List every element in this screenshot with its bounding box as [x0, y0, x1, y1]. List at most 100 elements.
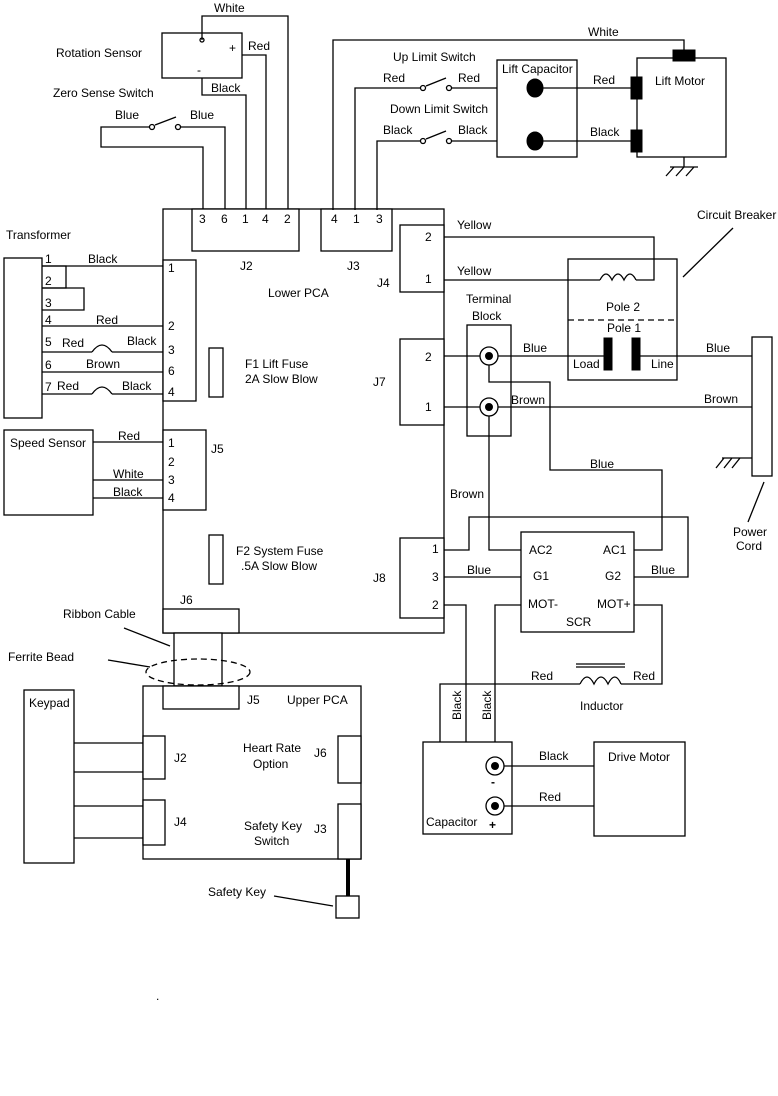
lower-j6-label: J6 [180, 593, 193, 607]
safety-switch-label-line2: Switch [254, 834, 289, 848]
rotation-sensor-box [161, 32, 243, 79]
brown-wire-label-tb: Brown [511, 393, 545, 407]
transformer-conn-pin: 3 [168, 343, 175, 357]
lower-j2-pin: 6 [221, 212, 228, 226]
speed-sensor: Speed Sensor [3, 429, 94, 516]
yellow-wire-j4-2 [444, 236, 655, 281]
breaker-load-label: Load [573, 357, 600, 371]
ferrite-bead-leader [107, 659, 151, 668]
inductor-coil-icon [579, 676, 622, 686]
black-wire-label-down-right: Black [458, 123, 488, 137]
power-cord-label-line1: Power [733, 525, 767, 539]
heart-rate-label-line2: Option [253, 757, 288, 771]
rotation-sensor-minus: - [197, 63, 201, 77]
black-wire-label-down-left: Black [383, 123, 413, 137]
scr-mot-minus-label: MOT- [528, 597, 558, 611]
scr-g1-label: G1 [533, 569, 549, 583]
lower-j2-label: J2 [240, 259, 253, 273]
transformer: Transformer 1 2 3 4 5 6 7 [3, 228, 71, 419]
terminal-block-label-line1: Terminal [466, 292, 511, 306]
lower-j8-label: J8 [373, 571, 386, 585]
transformer-pin: 1 [45, 252, 52, 266]
inductor-label: Inductor [580, 699, 623, 713]
lower-j2-pin: 4 [262, 212, 269, 226]
lower-j8-pin: 3 [432, 570, 439, 584]
keypad-label: Keypad [29, 696, 70, 710]
breaker-coil-icon [599, 273, 637, 282]
lower-pca-label: Lower PCA [268, 286, 329, 300]
lower-j3-label: J3 [347, 259, 360, 273]
blue-wire-tb-ac1 [488, 365, 663, 551]
lift-motor-black-terminal [630, 129, 643, 153]
breaker-line-label: Line [651, 357, 674, 371]
down-limit-switch-label: Down Limit Switch [390, 102, 488, 116]
red-wire-up-limit [354, 87, 421, 210]
rotation-sensor: Rotation Sensor + - [56, 32, 243, 79]
circuit-breaker-leader [682, 227, 734, 278]
transformer-pin: 5 [45, 335, 52, 349]
black-wire-label-rotation: Black [211, 81, 241, 95]
lower-j8-pin: 2 [432, 598, 439, 612]
capacitor-terminal-plus-center [491, 802, 499, 810]
lower-j7-label: J7 [373, 375, 386, 389]
brown-wire-label-tx6: Brown [86, 357, 120, 371]
f2-system-fuse [208, 534, 224, 585]
lift-motor-red-terminal [630, 76, 643, 100]
lower-transformer-connector [162, 259, 197, 402]
blue-wire-label-zero-right: Blue [190, 108, 214, 122]
blue-wire-zero-left [100, 126, 204, 210]
upper-j2-connector [142, 735, 166, 780]
black-wire-label-motminus: Black [480, 690, 494, 720]
transformer-label: Transformer [6, 228, 71, 242]
white-wire-lift-motor [332, 39, 685, 210]
up-switch-contact-left [419, 84, 427, 92]
ferrite-bead-label: Ferrite Bead [8, 650, 74, 664]
upper-j6-connector [337, 735, 362, 784]
f1-label-line1: F1 Lift Fuse [245, 357, 309, 371]
transformer-conn-pin: 6 [168, 364, 175, 378]
zero-switch-contact-left [148, 123, 156, 131]
up-limit-switch-label: Up Limit Switch [393, 50, 476, 64]
black-wire-label-tx7: Black [122, 379, 152, 393]
capacitor-label: Capacitor [426, 815, 477, 829]
red-wire-label-drive: Red [539, 790, 561, 804]
red-wire-label-speed: Red [118, 429, 140, 443]
lift-capacitor-terminal-top [526, 78, 544, 98]
upper-j6-label: J6 [314, 746, 327, 760]
scr-ac1-label: AC1 [603, 543, 627, 557]
safety-key-leader [273, 895, 334, 907]
red-wire-label-tx5: Red [62, 336, 84, 350]
ribbon-cable-label: Ribbon Cable [63, 607, 136, 621]
yellow-wire-label-j4-2: Yellow [457, 218, 492, 232]
drive-motor: Drive Motor [593, 741, 686, 837]
red-wire-label-cap-motor: Red [593, 73, 615, 87]
brown-wire-label-cord: Brown [704, 392, 738, 406]
blue-wire-j8-g2 [444, 516, 689, 578]
scr-g2-label: G2 [605, 569, 621, 583]
black-wire-label-tx5: Black [127, 334, 157, 348]
keypad-body [23, 689, 75, 864]
lower-j2-connector [191, 208, 300, 252]
brown-wire-label-ac2: Brown [450, 487, 484, 501]
upper-j2-label: J2 [174, 751, 187, 765]
down-switch-contact-right [445, 137, 453, 145]
transformer-conn-pin: 1 [168, 261, 175, 275]
zero-switch-lever [154, 116, 177, 126]
safety-switch-label-line1: Safety Key [244, 819, 302, 833]
lower-j8-connector [399, 537, 445, 619]
f2-label-line1: F2 System Fuse [236, 544, 324, 558]
scr-body [520, 531, 635, 633]
pole2-label: Pole 2 [606, 300, 640, 314]
lower-j7-pin: 2 [425, 350, 432, 364]
white-wire-label-rotation: White [214, 1, 245, 15]
keypad: Keypad [23, 689, 75, 864]
lower-j2-pin: 2 [284, 212, 291, 226]
lower-j4-connector [399, 224, 445, 293]
black-wire-label-speed: Black [113, 485, 143, 499]
f2-label-line2: .5A Slow Blow [241, 559, 317, 573]
scr-ac2-label: AC2 [529, 543, 553, 557]
transformer-body [3, 257, 43, 419]
lower-j2-pin: 1 [242, 212, 249, 226]
lower-j5-pin: 1 [168, 436, 175, 450]
lift-capacitor-terminal-bottom [526, 131, 544, 151]
